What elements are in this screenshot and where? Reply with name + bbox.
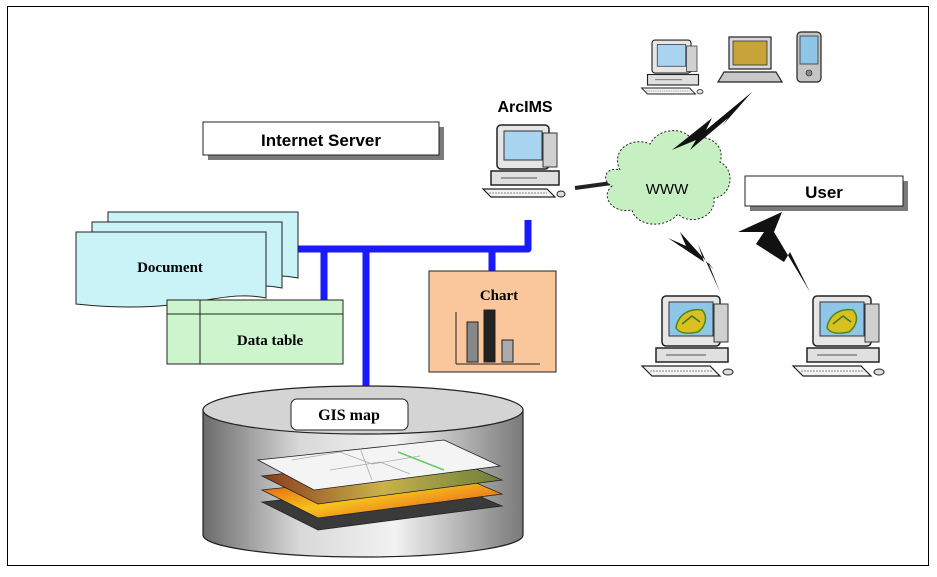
internet-server-label: Internet Server	[261, 131, 381, 150]
gis-map-label: GIS map	[318, 407, 380, 424]
laptop-icon	[716, 36, 784, 83]
user-computer-2	[792, 295, 885, 377]
gis-map-label-box: GIS map	[290, 398, 409, 431]
user-label: User	[805, 183, 843, 202]
lightning-icon	[668, 92, 810, 292]
document-stack: Document	[75, 211, 299, 308]
data-table-label: Data table	[237, 333, 304, 349]
chart-panel: Chart	[428, 270, 557, 373]
user-label-box: User	[744, 175, 908, 211]
chart-label: Chart	[480, 288, 518, 304]
www-label: WWW	[646, 181, 689, 198]
map-layers-icon	[256, 439, 504, 531]
server-computer-icon	[482, 124, 566, 198]
data-table: Data table	[166, 299, 344, 365]
network-lines	[290, 181, 613, 400]
arcims-label: ArcIMS	[497, 99, 552, 116]
bar-chart-icon	[455, 309, 540, 365]
internet-server-label-box: Internet Server	[202, 121, 444, 160]
desktop-computer-icon	[640, 39, 704, 95]
pda-icon	[796, 31, 822, 83]
diagram-frame	[7, 6, 929, 566]
document-label: Document	[137, 260, 203, 276]
user-computer-1	[641, 295, 734, 377]
cloud-icon: WWW	[605, 130, 731, 225]
